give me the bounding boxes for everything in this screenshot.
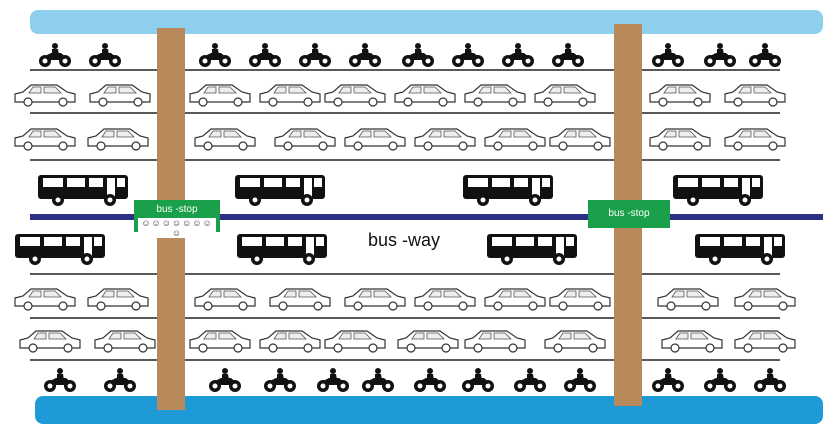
car-row-6 [15,289,795,310]
people-icon: ☺☺☺☺☺☺☺☺ [138,218,216,238]
water-band [35,396,823,424]
bus-stop-right: bus -stop [588,200,670,228]
car-row-7 [20,331,795,352]
busway-label: bus -way [368,230,440,251]
motorcycle-row-top [39,43,781,67]
sky-band [30,10,823,34]
car-row-3 [15,129,785,150]
bus-stop-right-label: bus -stop [588,200,670,219]
bus-stop-left-label: bus -stop [134,200,220,215]
motorcycle-row-bottom [44,368,786,392]
car-row-2 [15,85,785,106]
bus-stop-left: bus -stop ☺☺☺☺☺☺☺☺ [134,200,220,232]
